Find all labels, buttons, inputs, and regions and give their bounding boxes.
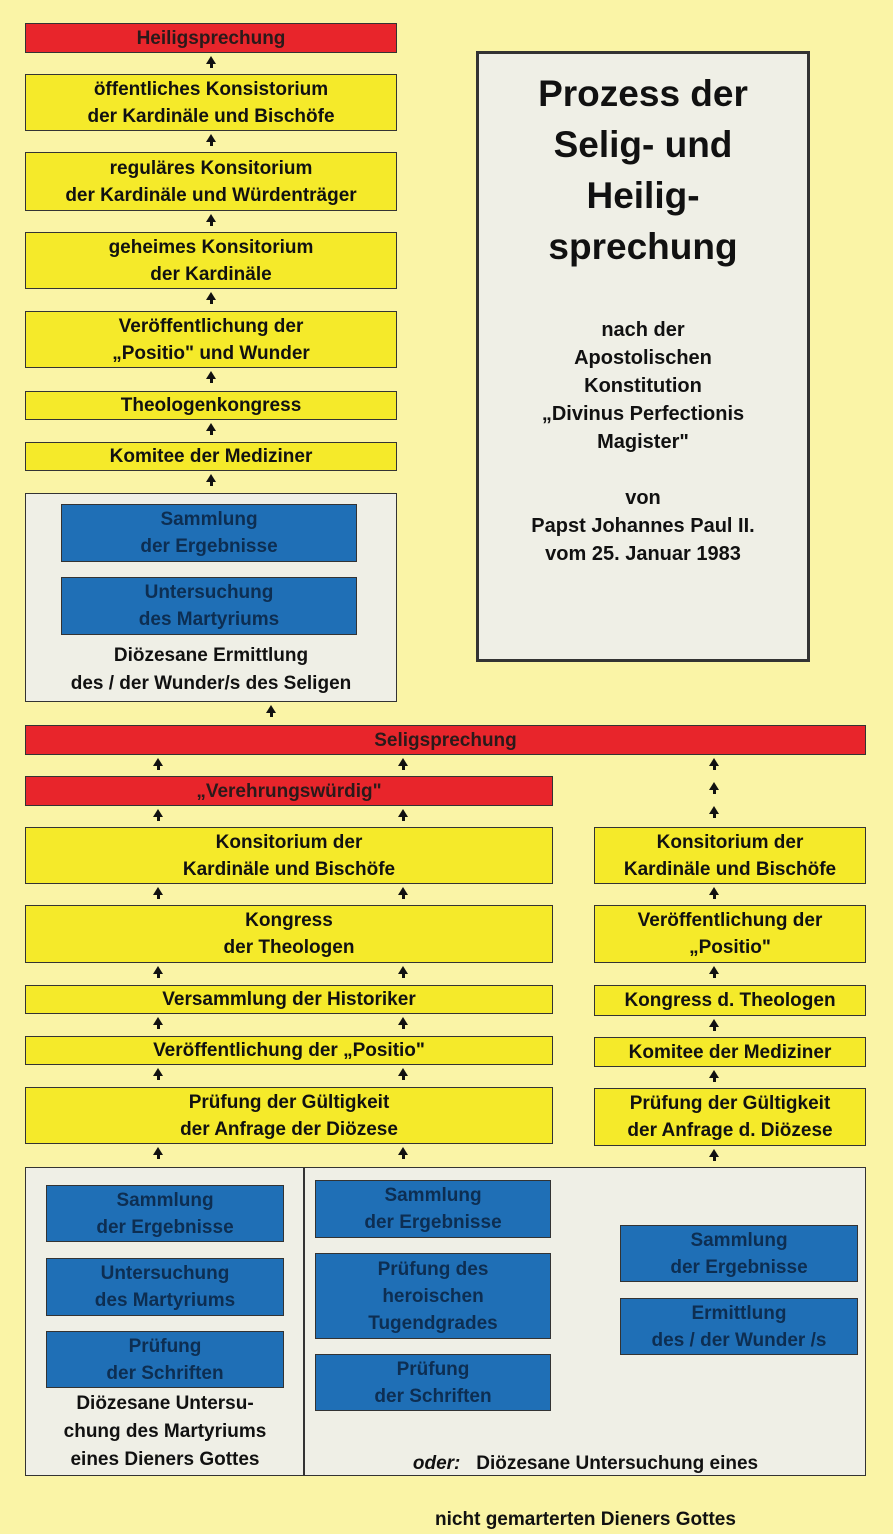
- oder-label: oder:: [412, 1453, 461, 1474]
- arrow-up-icon: [398, 758, 408, 770]
- arrow-up-icon: [709, 887, 719, 899]
- geheimes-konsistorium-box: geheimes Konsitorium der Kardinäle: [25, 232, 397, 289]
- arrow-up-icon: [709, 1019, 719, 1031]
- untersuchung-martyrium-bottom-box: Untersuchung des Martyriums: [46, 1258, 284, 1316]
- veroeffentlichung-right-box: Veröffentlichung der „Positio": [594, 905, 866, 963]
- kongress-theologen-box: Kongress der Theologen: [25, 905, 553, 963]
- arrow-up-icon: [398, 1147, 408, 1159]
- title-panel: Prozess der Selig- und Heilig- sprechung…: [476, 51, 810, 662]
- arrow-up-icon: [153, 809, 163, 821]
- arrow-up-icon: [398, 1017, 408, 1029]
- untersuchung-martyrium-box: Untersuchung des Martyriums: [61, 577, 357, 635]
- arrow-up-icon: [153, 1017, 163, 1029]
- arrow-up-icon: [709, 782, 719, 794]
- pruefung-schriften-tugend-box: Prüfung der Schriften: [315, 1354, 551, 1411]
- arrow-up-icon: [709, 966, 719, 978]
- arrow-up-icon: [709, 758, 719, 770]
- page-subtitle: nach der Apostolischen Konstitution „Div…: [531, 319, 755, 565]
- panel-divider: [303, 1168, 305, 1475]
- arrow-up-icon: [153, 1068, 163, 1080]
- konsistorium-main-box: Konsitorium der Kardinäle und Bischöfe: [25, 827, 553, 884]
- arrow-up-icon: [709, 1070, 719, 1082]
- arrow-up-icon: [206, 214, 216, 226]
- sammlung-ergebnisse-box: Sammlung der Ergebnisse: [61, 504, 357, 562]
- arrow-up-icon: [398, 809, 408, 821]
- kongress-right-box: Kongress d. Theologen: [594, 985, 866, 1016]
- konsistorium-right-box: Konsitorium der Kardinäle und Bischöfe: [594, 827, 866, 884]
- seligsprechung-box: Seligsprechung: [25, 725, 866, 755]
- versammlung-historiker-box: Versammlung der Historiker: [25, 985, 553, 1014]
- sammlung-martyrium-box: Sammlung der Ergebnisse: [46, 1185, 284, 1242]
- komitee-right-box: Komitee der Mediziner: [594, 1037, 866, 1067]
- arrow-up-icon: [206, 134, 216, 146]
- arrow-up-icon: [709, 806, 719, 818]
- page-title: Prozess der Selig- und Heilig- sprechung: [538, 73, 748, 267]
- martyrium-label: Diözesane Untersu- chung des Martyriums …: [63, 1393, 267, 1470]
- pruefung-gueltigkeit-box: Prüfung der Gültigkeit der Anfrage der D…: [25, 1087, 553, 1144]
- arrow-up-icon: [266, 705, 276, 717]
- dioezesane-ermittlung-label: Diözesane Ermittlung des / der Wunder/s …: [70, 645, 352, 694]
- arrow-up-icon: [153, 887, 163, 899]
- arrow-up-icon: [153, 966, 163, 978]
- arrow-up-icon: [398, 887, 408, 899]
- veroeffentlichung-positio-box: Veröffentlichung der „Positio": [25, 1036, 553, 1065]
- arrow-up-icon: [153, 1147, 163, 1159]
- pruefung-schriften-martyrium-box: Prüfung der Schriften: [46, 1331, 284, 1388]
- komitee-mediziner-box: Komitee der Mediziner: [25, 442, 397, 471]
- nicht-gemartert-label: oder: Diözesane Untersuchung eines nicht…: [305, 1422, 866, 1534]
- arrow-up-icon: [398, 1068, 408, 1080]
- sammlung-wunder-box: Sammlung der Ergebnisse: [620, 1225, 858, 1282]
- pruefung-tugendgrad-box: Prüfung des heroischen Tugendgrades: [315, 1253, 551, 1339]
- verehrungswuerdig-box: „Verehrungswürdig": [25, 776, 553, 806]
- arrow-up-icon: [206, 371, 216, 383]
- arrow-up-icon: [709, 1149, 719, 1161]
- heiligsprechung-box: Heiligsprechung: [25, 23, 397, 53]
- untersuchung-label-line2: nicht gemarterten Dieners Gottes: [435, 1509, 736, 1530]
- oeffentliches-konsistorium-box: öffentliches Konsistorium der Kardinäle …: [25, 74, 397, 131]
- veroeffentlichung-wunder-box: Veröffentlichung der „Positio" und Wunde…: [25, 311, 397, 368]
- sammlung-tugend-box: Sammlung der Ergebnisse: [315, 1180, 551, 1238]
- ermittlung-wunder-box: Ermittlung des / der Wunder /s: [620, 1298, 858, 1355]
- arrow-up-icon: [398, 966, 408, 978]
- arrow-up-icon: [206, 56, 216, 68]
- untersuchung-label-line1: Diözesane Untersuchung eines: [476, 1453, 759, 1474]
- arrow-up-icon: [206, 292, 216, 304]
- regulaeres-konsistorium-box: reguläres Konsitorium der Kardinäle und …: [25, 152, 397, 211]
- theologenkongress-box: Theologenkongress: [25, 391, 397, 420]
- pruefung-right-box: Prüfung der Gültigkeit der Anfrage d. Di…: [594, 1088, 866, 1146]
- arrow-up-icon: [206, 474, 216, 486]
- arrow-up-icon: [153, 758, 163, 770]
- arrow-up-icon: [206, 423, 216, 435]
